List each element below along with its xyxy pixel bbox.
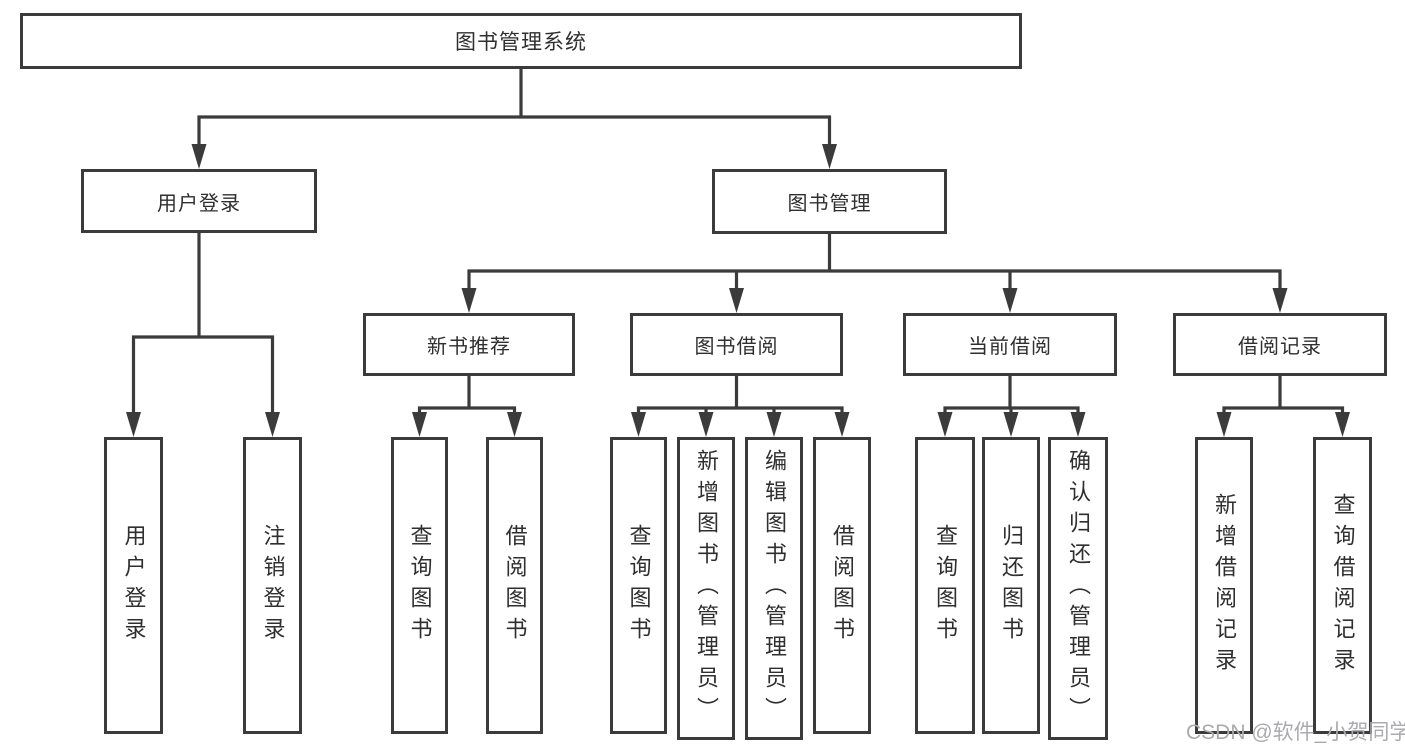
leaf-user-login: 用户登录 <box>104 437 163 734</box>
leaf-borrow-query-books: 查询图书 <box>610 437 667 734</box>
node-current-borrow: 当前借阅 <box>903 313 1117 376</box>
leaf-edit-books-admin-label: 编辑图书（管理员） <box>762 449 787 728</box>
csdn-watermark: CSDN @软件_小贺同学 <box>1186 721 1405 744</box>
leaf-query-borrow-record: 查询借阅记录 <box>1313 437 1372 734</box>
leaf-logout: 注销登录 <box>243 437 302 734</box>
leaf-logout-label: 注销登录 <box>260 523 286 648</box>
leaf-recommend-borrow-books-label: 借阅图书 <box>502 523 528 648</box>
leaf-borrow-borrow-books-label: 借阅图书 <box>830 523 855 648</box>
node-new-book-recommend-label: 新书推荐 <box>427 336 511 358</box>
leaf-edit-books-admin: 编辑图书（管理员） <box>745 437 803 740</box>
node-library-system-label: 图书管理系统 <box>455 31 587 54</box>
leaf-borrow-query-books-label: 查询图书 <box>626 523 652 648</box>
leaf-confirm-return-admin-label: 确认归还（管理员） <box>1066 449 1091 728</box>
node-user-login-branch-label: 用户登录 <box>157 192 241 215</box>
node-borrow-records: 借阅记录 <box>1173 313 1387 376</box>
node-user-login-branch: 用户登录 <box>81 169 317 233</box>
node-new-book-recommend: 新书推荐 <box>363 313 575 376</box>
leaf-borrow-borrow-books: 借阅图书 <box>813 437 871 734</box>
leaf-recommend-query-books-label: 查询图书 <box>407 523 433 648</box>
leaf-current-query-books-label: 查询图书 <box>933 523 958 648</box>
node-book-borrow: 图书借阅 <box>630 313 843 376</box>
leaf-add-books-admin-label: 新增图书（管理员） <box>694 449 719 728</box>
leaf-recommend-borrow-books: 借阅图书 <box>486 437 543 734</box>
leaf-add-books-admin: 新增图书（管理员） <box>677 437 735 740</box>
leaf-current-query-books: 查询图书 <box>915 437 975 734</box>
node-library-system: 图书管理系统 <box>20 13 1022 69</box>
leaf-user-login-label: 用户登录 <box>121 523 147 648</box>
leaf-add-borrow-record-label: 新增借阅记录 <box>1212 492 1237 679</box>
node-book-borrow-label: 图书借阅 <box>694 336 779 358</box>
leaf-add-borrow-record: 新增借阅记录 <box>1195 437 1253 734</box>
node-current-borrow-label: 当前借阅 <box>968 336 1052 358</box>
leaf-return-books-label: 归还图书 <box>999 523 1024 648</box>
leaf-return-books: 归还图书 <box>982 437 1040 734</box>
node-book-management-label: 图书管理 <box>787 193 872 215</box>
arrowheads <box>126 144 1350 437</box>
leaf-query-borrow-record-label: 查询借阅记录 <box>1330 492 1356 679</box>
node-borrow-records-label: 借阅记录 <box>1238 336 1322 358</box>
leaf-recommend-query-books: 查询图书 <box>391 437 448 734</box>
leaf-confirm-return-admin: 确认归还（管理员） <box>1048 437 1108 740</box>
node-book-management: 图书管理 <box>712 169 947 234</box>
